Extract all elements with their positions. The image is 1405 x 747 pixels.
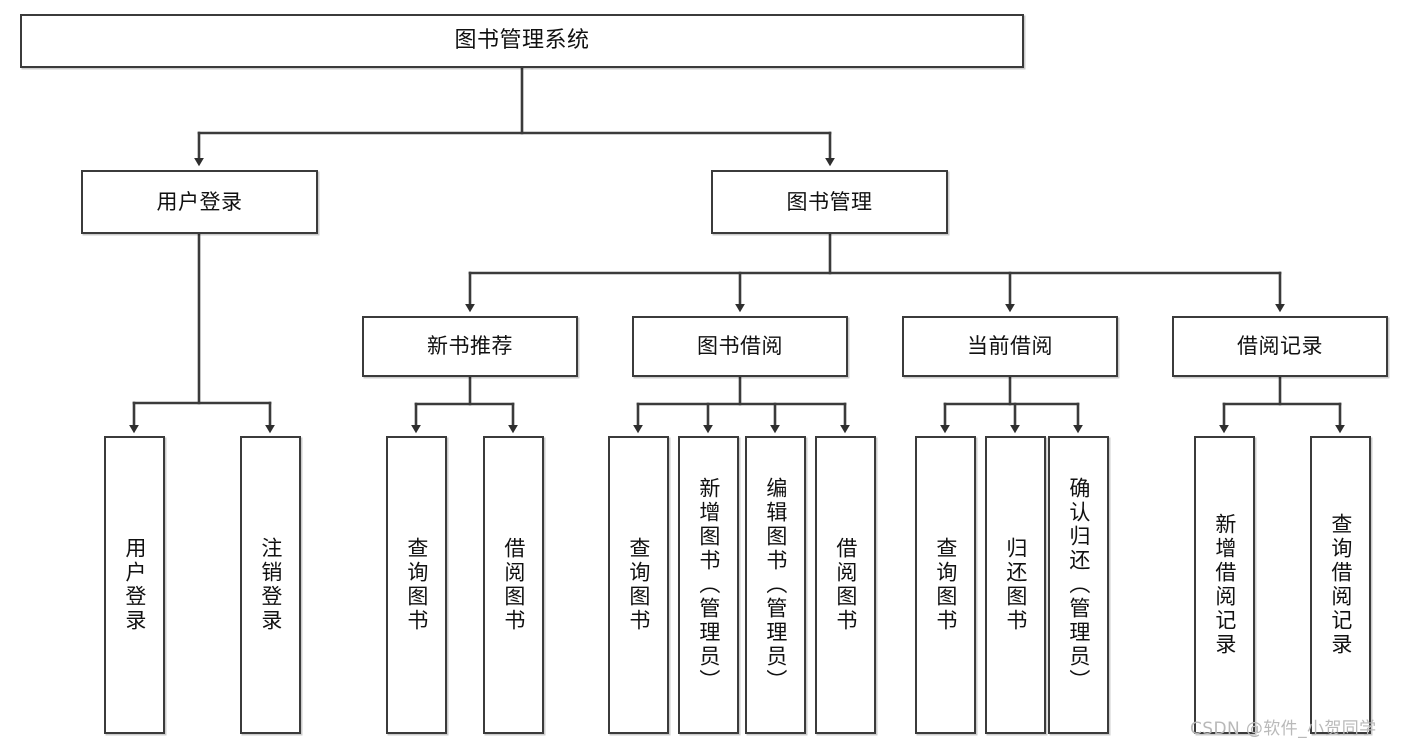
node-leaf-add-record[interactable]: 新增借阅记录 [1194, 436, 1255, 734]
node-leaf-query-book-3[interactable]: 查询图书 [915, 436, 976, 734]
node-leaf-borrow-book-2[interactable]: 借阅图书 [815, 436, 876, 734]
node-root[interactable]: 图书管理系统 [20, 14, 1024, 68]
node-label: 借阅图书 [501, 537, 526, 633]
node-leaf-edit-book[interactable]: 编辑图书（管理员） [745, 436, 806, 734]
node-label: 新增图书（管理员） [696, 477, 721, 693]
node-leaf-add-book[interactable]: 新增图书（管理员） [678, 436, 739, 734]
node-leaf-query-book-2[interactable]: 查询图书 [608, 436, 669, 734]
node-label: 归还图书 [1003, 537, 1028, 633]
node-book-borrow[interactable]: 图书借阅 [632, 316, 848, 377]
watermark: CSDN @软件_小贺同学 [1190, 719, 1377, 739]
node-label: 查询图书 [404, 537, 429, 633]
node-label: 借阅图书 [833, 537, 858, 633]
node-leaf-user-login[interactable]: 用户登录 [104, 436, 165, 734]
node-leaf-confirm-return[interactable]: 确认归还（管理员） [1048, 436, 1109, 734]
node-label: 确认归还（管理员） [1066, 477, 1091, 693]
node-leaf-query-record[interactable]: 查询借阅记录 [1310, 436, 1371, 734]
node-leaf-user-logout[interactable]: 注销登录 [240, 436, 301, 734]
node-label: 图书借阅 [697, 334, 783, 359]
node-label: 新增借阅记录 [1212, 513, 1237, 657]
node-label: 图书管理系统 [454, 28, 590, 54]
node-leaf-borrow-book-1[interactable]: 借阅图书 [483, 436, 544, 734]
node-label: 借阅记录 [1237, 334, 1323, 359]
node-label: 查询图书 [933, 537, 958, 633]
node-label: 查询图书 [626, 537, 651, 633]
node-label: 当前借阅 [967, 334, 1053, 359]
node-user-login[interactable]: 用户登录 [81, 170, 318, 234]
node-label: 新书推荐 [427, 334, 513, 359]
node-label: 图书管理 [786, 189, 873, 214]
node-label: 用户登录 [122, 537, 147, 633]
node-new-book-recommend[interactable]: 新书推荐 [362, 316, 578, 377]
node-leaf-return-book[interactable]: 归还图书 [985, 436, 1046, 734]
node-label: 编辑图书（管理员） [763, 477, 788, 693]
node-book-management[interactable]: 图书管理 [711, 170, 948, 234]
node-label: 查询借阅记录 [1328, 513, 1353, 657]
node-borrow-record[interactable]: 借阅记录 [1172, 316, 1388, 377]
node-current-borrow[interactable]: 当前借阅 [902, 316, 1118, 377]
node-leaf-query-book-1[interactable]: 查询图书 [386, 436, 447, 734]
node-label: 注销登录 [258, 537, 283, 633]
node-label: 用户登录 [156, 189, 243, 214]
